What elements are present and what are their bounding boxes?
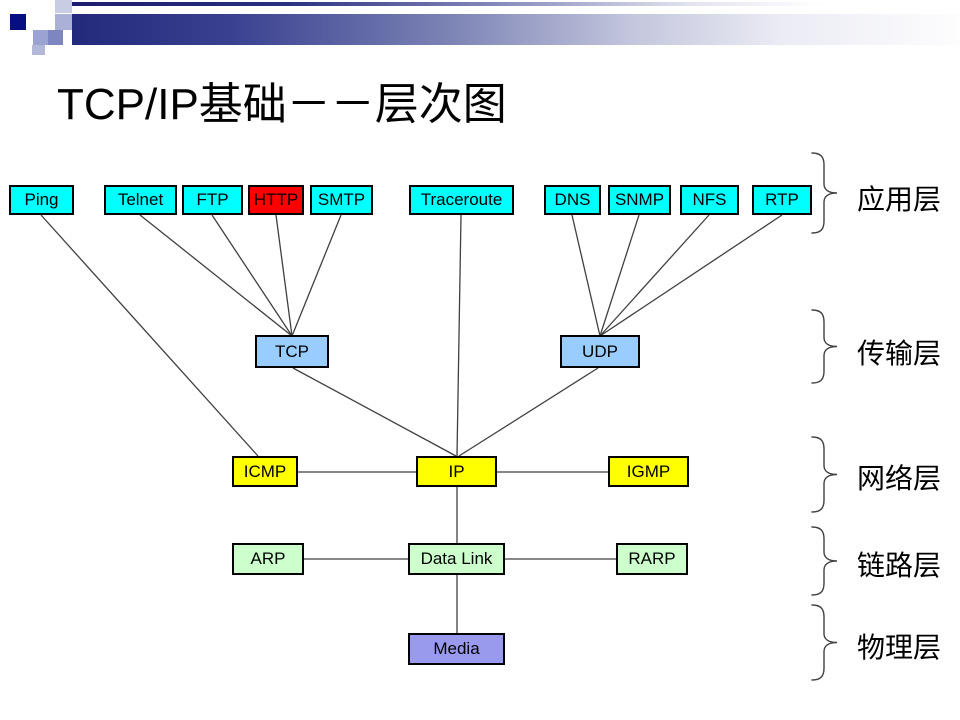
brace-link (811, 526, 838, 596)
node-rarp: RARP (616, 543, 688, 575)
connector-traceroute-ip (456, 214, 462, 457)
layer-label-network: 网络层 (857, 464, 942, 495)
connector-http-tcp (275, 214, 293, 337)
pixel-square (55, 14, 72, 30)
node-ping: Ping (9, 185, 74, 215)
node-smtp: SMTP (310, 185, 373, 215)
connector-snmp-udp (599, 214, 640, 337)
pixel-square (48, 30, 63, 45)
node-media: Media (408, 633, 505, 665)
layer-label-link: 链路层 (857, 551, 942, 582)
node-igmp: IGMP (608, 456, 689, 487)
connector-tcp-ip (292, 367, 457, 457)
node-http: HTTP (248, 185, 304, 215)
layer-label-application: 应用层 (857, 185, 942, 216)
node-snmp: SNMP (608, 185, 671, 215)
brace-application (811, 152, 838, 234)
connector-rtp-udp (599, 214, 783, 337)
node-dns: DNS (544, 185, 601, 215)
connector-udp-ip (458, 367, 599, 457)
connector-smtp-tcp (291, 214, 342, 337)
node-traceroute: Traceroute (409, 185, 514, 215)
node-udp: UDP (560, 335, 640, 368)
node-tcp: TCP (255, 335, 329, 368)
node-icmp: ICMP (232, 456, 298, 487)
node-ftp: FTP (182, 185, 243, 215)
pixel-square (32, 45, 45, 55)
header-bar-thin (58, 2, 960, 6)
pixel-square (33, 30, 48, 45)
brace-physical (811, 604, 838, 681)
connector-telnet-tcp (139, 214, 293, 337)
brace-network (811, 436, 838, 513)
connector-ftp-tcp (211, 214, 293, 337)
connector-ping-icmp (40, 214, 259, 457)
node-arp: ARP (232, 543, 304, 575)
node-ip: IP (416, 456, 497, 487)
header-bar-main (72, 14, 960, 45)
pixel-square (10, 14, 26, 30)
connector-dns-udp (571, 214, 601, 337)
brace-transport (811, 309, 838, 384)
node-datalink: Data Link (408, 543, 505, 575)
slide-title: TCP/IP基础－－层次图 (57, 80, 507, 129)
layer-label-physical: 物理层 (857, 633, 942, 664)
node-rtp: RTP (752, 185, 812, 215)
pixel-square (55, 0, 72, 13)
layer-label-transport: 传输层 (857, 339, 942, 370)
connector-nfs-udp (599, 214, 710, 337)
node-nfs: NFS (680, 185, 739, 215)
node-telnet: Telnet (104, 185, 177, 215)
